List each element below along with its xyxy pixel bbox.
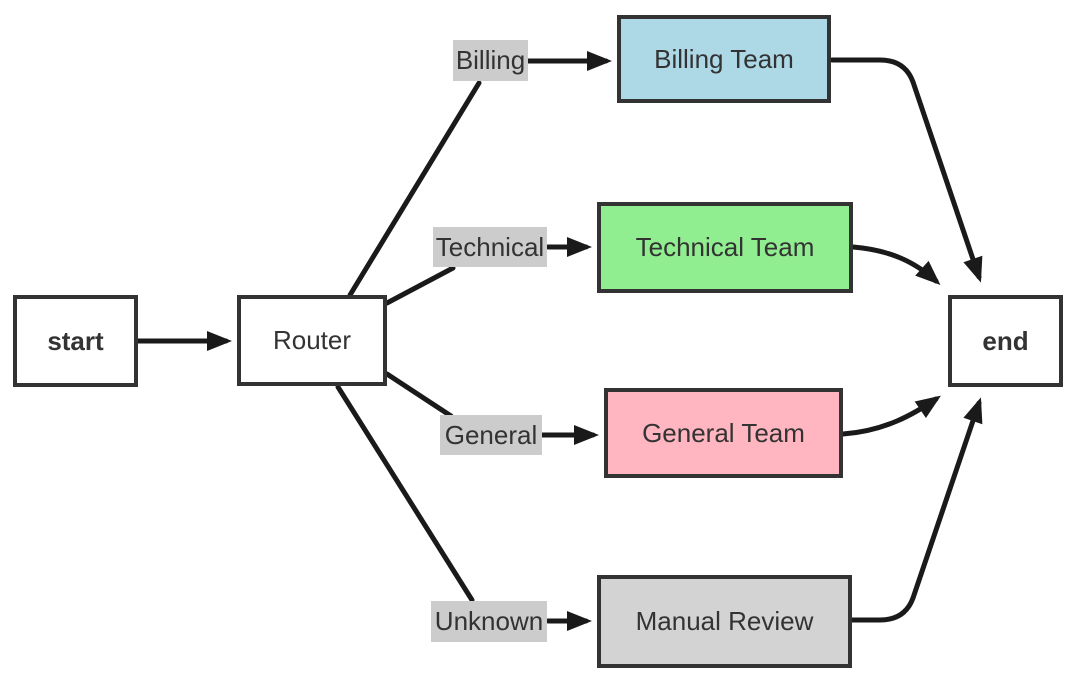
node-start: start — [13, 295, 138, 387]
edge-manual-review-end — [849, 397, 983, 623]
edge-router-general-label — [384, 371, 454, 419]
edge-router-technical-label — [384, 265, 456, 306]
node-billing-team: Billing Team — [617, 15, 831, 103]
edge-label-general: General — [440, 415, 542, 455]
node-technical-team: Technical Team — [597, 202, 853, 293]
edge-technical-team-end — [850, 244, 941, 286]
edge-label-unknown: Unknown — [431, 601, 547, 642]
node-router: Router — [237, 295, 387, 386]
edge-label-billing: Billing — [453, 40, 528, 81]
node-manual-review: Manual Review — [597, 575, 852, 668]
node-general-team: General Team — [604, 388, 843, 478]
edge-general-team-end — [840, 395, 941, 437]
edge-router-unknown-label — [335, 384, 475, 603]
edge-billing-team-end — [829, 57, 983, 283]
edge-label-technical: Technical — [433, 227, 547, 267]
node-end: end — [948, 295, 1063, 387]
edge-router-billing-label — [347, 80, 482, 298]
